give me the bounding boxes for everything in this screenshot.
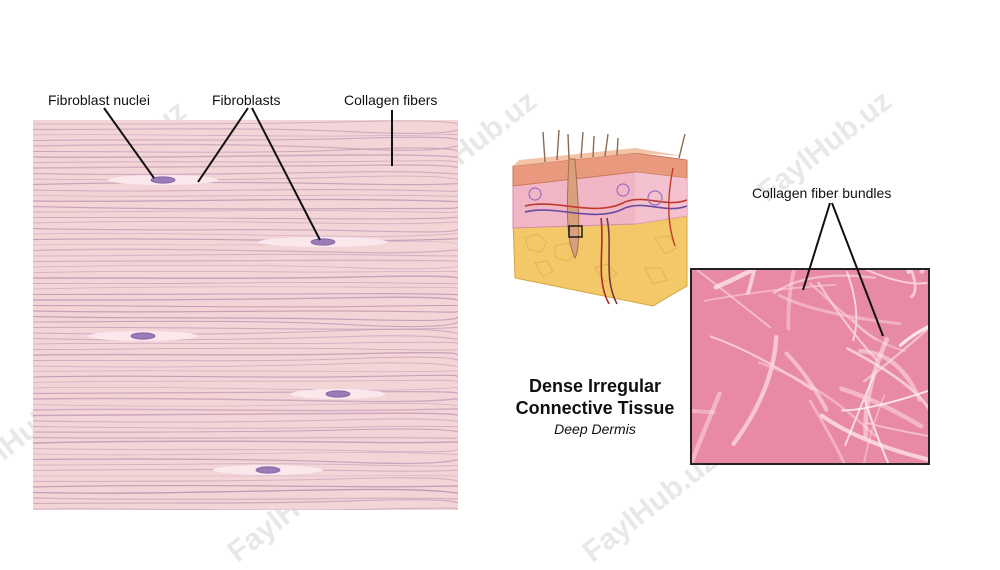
collagen-fiber-line bbox=[33, 374, 458, 378]
fibroblast-nucleus bbox=[130, 332, 156, 340]
collagen-fiber-line bbox=[33, 259, 458, 263]
collagen-fiber-line bbox=[33, 282, 458, 285]
collagen-fiber-line bbox=[33, 497, 458, 501]
figure-subtitle: Deep Dermis bbox=[554, 421, 636, 437]
micrograph-fiber-strand bbox=[909, 270, 917, 299]
hair-follicle bbox=[566, 158, 580, 260]
collagen-fiber-line bbox=[33, 351, 458, 356]
collagen-fiber-line bbox=[33, 270, 458, 273]
collagen-fiber-line bbox=[33, 356, 458, 362]
sweat-glands bbox=[528, 183, 663, 206]
collagen-fiber-line bbox=[33, 275, 458, 280]
collagen-fiber-line bbox=[33, 296, 458, 301]
skin-cross-section-illustration bbox=[512, 129, 688, 307]
collagen-fiber-line bbox=[33, 347, 458, 351]
micrograph-fiber-strand bbox=[808, 399, 846, 463]
figure-title-block: Dense Irregular Connective Tissue Deep D… bbox=[490, 375, 700, 437]
label-collagen-fiber-bundles: Collagen fiber bundles bbox=[752, 185, 892, 201]
micrograph-fiber-strands bbox=[692, 270, 928, 463]
collagen-fiber-line bbox=[33, 304, 458, 308]
collagen-fiber-line bbox=[33, 370, 458, 373]
collagen-fiber-line bbox=[33, 428, 458, 433]
collagen-fiber-line bbox=[33, 448, 458, 453]
collagen-fiber-line bbox=[33, 286, 458, 290]
micrograph-fiber-strand bbox=[692, 408, 716, 415]
collagen-fiber-line bbox=[33, 425, 458, 429]
collagen-fiber-line bbox=[33, 386, 458, 391]
collagen-fiber-line bbox=[33, 264, 458, 270]
micrograph-fiber-strand bbox=[839, 386, 924, 429]
blood-vessels bbox=[524, 198, 688, 305]
micrograph-fiber-strand bbox=[863, 398, 890, 463]
collagen-fiber-line bbox=[33, 436, 458, 439]
epidermis-top bbox=[513, 148, 683, 166]
micrograph-fiber-strand bbox=[840, 390, 928, 412]
label-fibroblast-nuclei: Fibroblast nuclei bbox=[48, 92, 150, 108]
fibroblast-nucleus bbox=[310, 238, 336, 246]
collagen-fiber-line bbox=[33, 488, 458, 494]
fibroblast-nucleus bbox=[255, 466, 281, 474]
micrograph-fiber-strand bbox=[863, 336, 890, 439]
collagen-fiber-line bbox=[33, 440, 458, 444]
collagen-fiber-line bbox=[33, 452, 458, 456]
micrograph-fiber-strand bbox=[819, 413, 928, 462]
micrograph-fiber-strand bbox=[898, 325, 928, 347]
dermis-cut-face bbox=[635, 172, 687, 224]
collagen-fiber-line bbox=[33, 320, 458, 328]
collagen-fiber-line bbox=[33, 293, 458, 296]
micrograph-fiber-strand bbox=[786, 270, 796, 331]
collagen-fiber-line bbox=[33, 477, 458, 483]
micrograph-fiber-strand bbox=[713, 270, 757, 290]
collagen-fiber-line bbox=[33, 379, 458, 383]
figure-title-line-2: Connective Tissue bbox=[515, 398, 675, 418]
magnified-region-marker bbox=[568, 225, 583, 238]
micrograph-fiber-strand bbox=[784, 351, 829, 412]
fibroblast-nucleus bbox=[325, 390, 351, 398]
micrograph-fiber-strand bbox=[731, 334, 779, 446]
figure-title-line-1: Dense Irregular bbox=[528, 376, 662, 396]
label-fibroblasts: Fibroblasts bbox=[212, 92, 281, 108]
micrograph-fiber-strand bbox=[695, 270, 771, 329]
collagen-fiber-line bbox=[33, 403, 458, 407]
hair-strands bbox=[542, 129, 686, 163]
label-collagen-fibers: Collagen fibers bbox=[344, 92, 438, 108]
collagen-fiber-line bbox=[33, 341, 458, 345]
micrograph-fiber-strand bbox=[863, 394, 886, 463]
micrograph-fiber-strand bbox=[863, 327, 928, 383]
collagen-fiber-line bbox=[33, 397, 458, 403]
collagen-fiber-line bbox=[33, 326, 458, 330]
collagen-fiber-line bbox=[33, 248, 458, 254]
collagen-fiber-line bbox=[33, 484, 458, 488]
hair-follicle-right bbox=[668, 167, 676, 247]
collagen-fiber-line bbox=[33, 253, 458, 257]
fibroblast-cells bbox=[88, 175, 388, 475]
collagen-fiber-line bbox=[33, 408, 458, 412]
collagen-fiber-line bbox=[33, 458, 458, 465]
micrograph-background bbox=[692, 270, 928, 463]
collagen-micrograph bbox=[692, 270, 928, 463]
collagen-fiber-line bbox=[33, 362, 458, 368]
micrograph-fiber-strand bbox=[846, 347, 928, 410]
collagen-fiber-line bbox=[33, 499, 458, 505]
fat-cell-pattern bbox=[524, 233, 678, 285]
collagen-fiber-line bbox=[33, 507, 458, 510]
micrograph-panel bbox=[690, 268, 930, 465]
collagen-fiber-line bbox=[33, 310, 458, 313]
collagen-fiber-line bbox=[33, 463, 458, 467]
collagen-fiber-line bbox=[33, 418, 458, 423]
collagen-fiber-line bbox=[33, 315, 458, 322]
collagen-fiber-line bbox=[33, 412, 458, 417]
fibroblast-nucleus bbox=[150, 176, 176, 184]
micrograph-fiber-strand bbox=[864, 270, 928, 285]
micrograph-fiber-strand bbox=[858, 348, 922, 402]
micrograph-fiber-strand bbox=[746, 270, 756, 295]
dense-connective-tissue-diagram bbox=[33, 120, 458, 510]
micrograph-fiber-strand bbox=[865, 421, 928, 437]
